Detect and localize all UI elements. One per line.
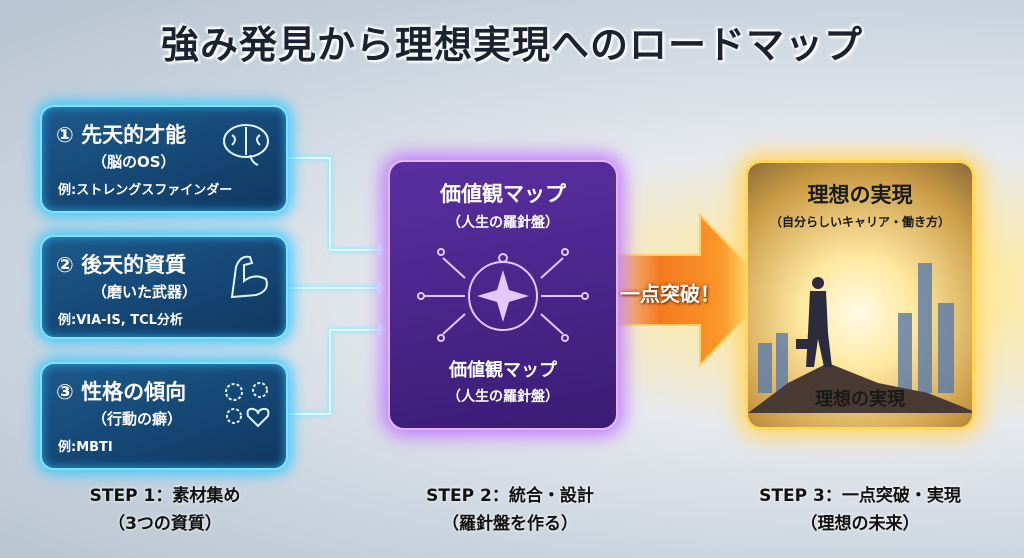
ideal-realization-card: 理想の実現 （自分らしいキャリア・働き方） 理想の実現 <box>745 160 975 430</box>
card-bottom-subtitle: （人生の羅針盤） <box>447 389 559 405</box>
step-subtitle: （理想の未来） <box>800 514 920 534</box>
card-subtitle: （脳のOS） <box>92 153 176 171</box>
gears-heart-icon <box>225 382 270 428</box>
talent-card: ① 先天的才能 （脳のOS） 例:ストレングスファインダー <box>40 105 288 213</box>
person-city-icon <box>748 263 972 413</box>
values-map-card: 価値観マップ （人生の羅針盤） 価値観マップ （人生の羅針盤） <box>388 160 618 430</box>
step-title: STEP 1：素材集め <box>89 486 241 506</box>
step-title: STEP 3：一点突破・実現 <box>759 486 961 506</box>
step1-label: STEP 1：素材集め （3つの資質） <box>15 482 315 538</box>
brain-icon <box>223 124 269 166</box>
card-subtitle: （磨いた武器） <box>92 283 198 301</box>
personality-card: ③ 性格の傾向 （行動の癖） 例:MBTI <box>40 362 288 470</box>
card-example: 例:ストレングスファインダー <box>58 183 233 198</box>
card-title: ② 後天的資質 <box>56 253 187 277</box>
card-subtitle: （行動の癖） <box>92 410 183 428</box>
step-subtitle: （羅針盤を作る） <box>442 514 578 534</box>
step-subtitle: （3つの資質） <box>108 514 222 534</box>
acquired-card: ② 後天的資質 （磨いた武器） 例:VIA-IS, TCL分析 <box>40 235 288 339</box>
page-title: 強み発見から理想実現へのロードマップ <box>160 23 863 67</box>
step-title: STEP 2：統合・設計 <box>426 486 594 506</box>
card-title: 価値観マップ <box>440 182 566 206</box>
step2-label: STEP 2：統合・設計 （羅針盤を作る） <box>360 482 660 538</box>
arrow-label: 一点突破！ <box>620 282 720 306</box>
card-subtitle: （自分らしいキャリア・働き方） <box>769 215 950 229</box>
card-title: ① 先天的才能 <box>56 123 187 147</box>
card-example: 例:MBTI <box>58 440 113 455</box>
card-subtitle: （人生の羅針盤） <box>447 215 559 231</box>
card-title: ③ 性格の傾向 <box>56 380 187 404</box>
compass-icon <box>417 248 589 342</box>
card-example: 例:VIA-IS, TCL分析 <box>58 313 183 328</box>
card-bottom-title: 理想の実現 <box>815 389 905 410</box>
card-bottom-title: 価値観マップ <box>449 360 557 381</box>
step3-label: STEP 3：一点突破・実現 （理想の未来） <box>710 482 1010 538</box>
flexed-arm-icon <box>230 255 268 299</box>
card-title: 理想の実現 <box>807 183 913 207</box>
